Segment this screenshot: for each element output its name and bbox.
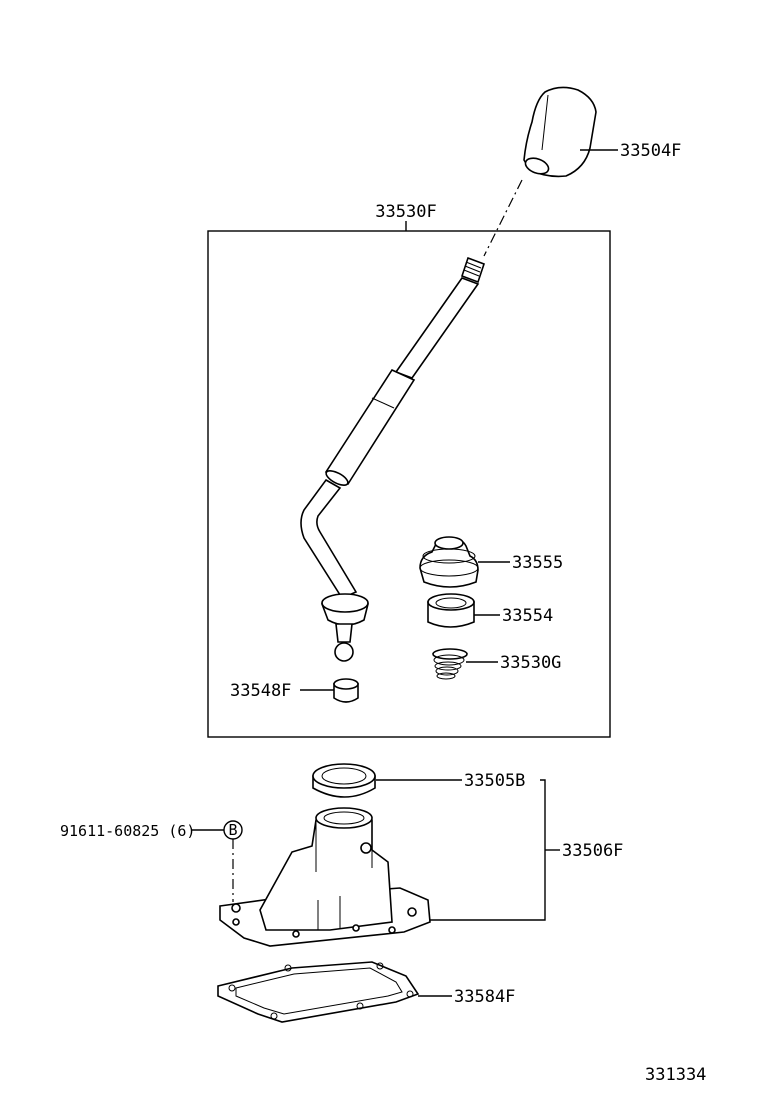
label-knob: 33504F	[620, 141, 681, 161]
boot-drawing	[419, 536, 479, 588]
lever-assembly-box	[207, 230, 611, 738]
spring-drawing	[432, 648, 468, 680]
figure-number: 331334	[645, 1065, 706, 1085]
label-retainer: 33505B	[464, 771, 525, 791]
label-bolt: 91611-60825 (6)	[60, 822, 195, 840]
label-bushing: 33554	[502, 606, 553, 626]
label-housing: 33506F	[562, 841, 623, 861]
label-lever-assy: 33530F	[375, 202, 436, 222]
shift-lever-drawing	[300, 256, 486, 662]
gasket-drawing	[217, 961, 420, 1023]
label-spring: 33530G	[500, 653, 561, 673]
housing-drawing	[219, 807, 431, 947]
seat-drawing	[333, 678, 359, 703]
retainer-drawing	[312, 763, 376, 798]
label-gasket: 33584F	[454, 987, 515, 1007]
knob-axis-line	[483, 179, 523, 257]
label-seat: 33548F	[230, 681, 291, 701]
housing-bracket	[420, 779, 546, 921]
bolt-marker-letter: B	[228, 821, 237, 839]
bushing-drawing	[427, 593, 475, 628]
shift-knob-drawing	[523, 86, 597, 178]
label-boot: 33555	[512, 553, 563, 573]
